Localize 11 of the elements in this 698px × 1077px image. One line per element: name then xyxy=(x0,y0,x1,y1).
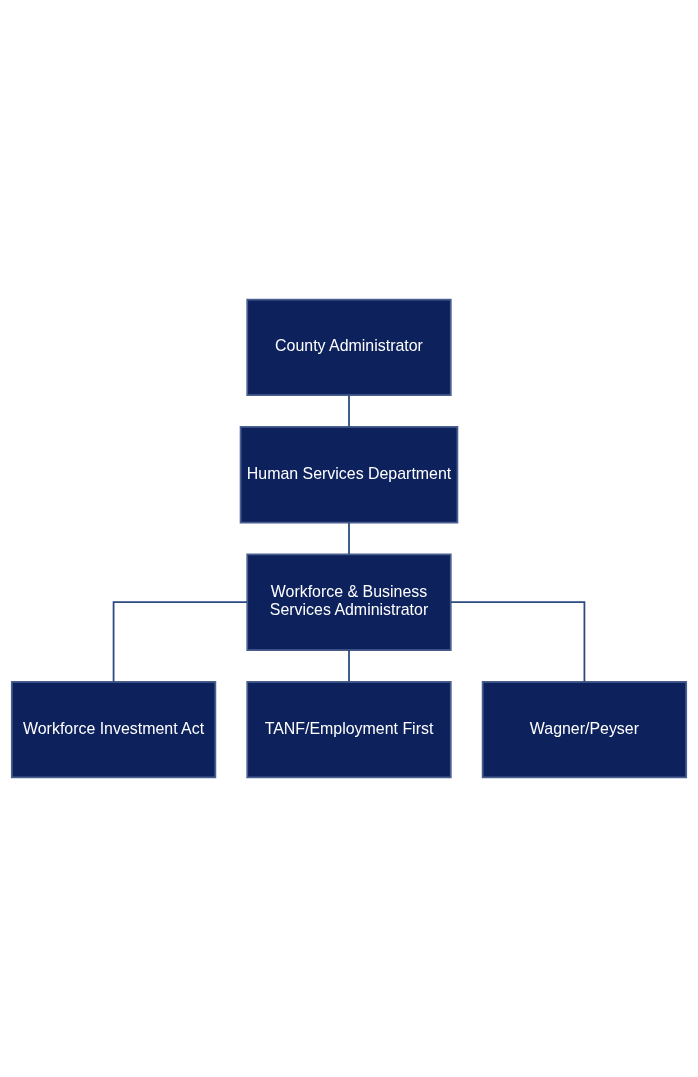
connector xyxy=(112,601,248,683)
connector xyxy=(348,649,350,683)
connector xyxy=(348,394,350,428)
node-box: TANF/Employment First xyxy=(246,681,452,779)
connector xyxy=(450,601,586,683)
node-box: Workforce & Business Services Administrator xyxy=(246,553,452,651)
node-box: Wagner/Peyser xyxy=(481,681,688,779)
node-box: Workforce Investment Act xyxy=(10,681,217,779)
connector xyxy=(348,521,350,556)
node-box: County Administrator xyxy=(246,298,452,396)
node-box: Human Services Department xyxy=(239,426,459,524)
